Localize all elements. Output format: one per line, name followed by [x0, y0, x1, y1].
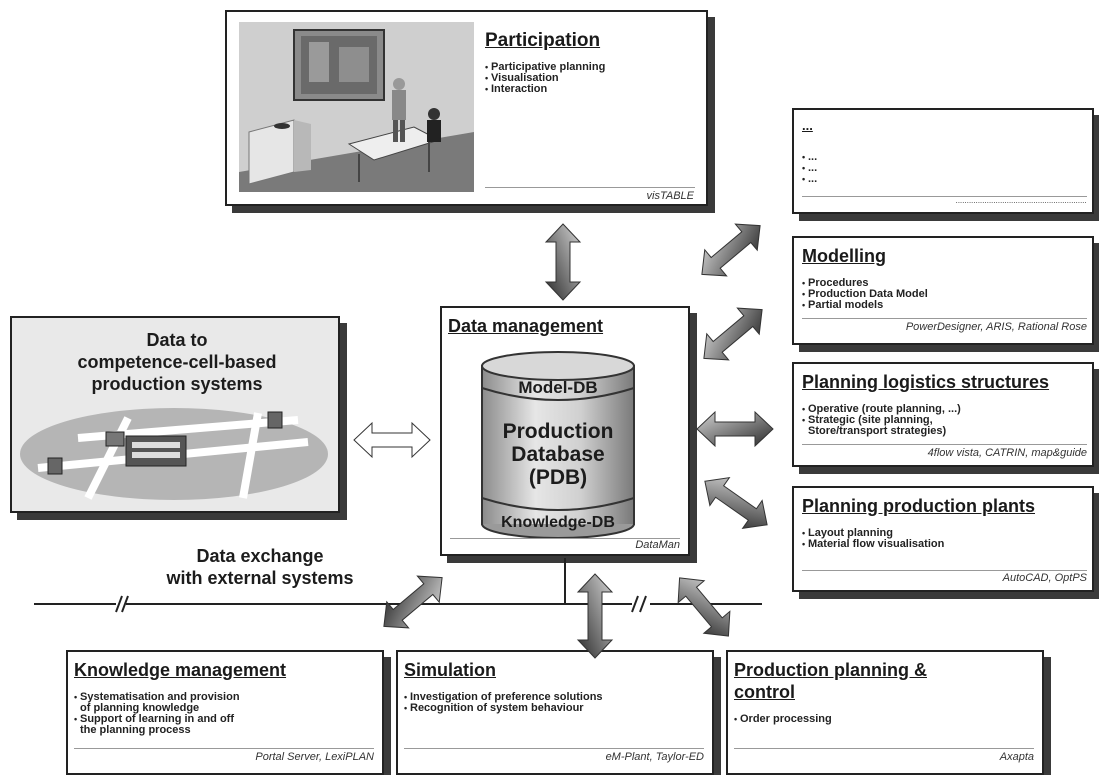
other-tool: ........................................… — [955, 196, 1087, 205]
arrow-bus-simulation — [576, 573, 614, 659]
list-item: Order processing — [734, 714, 832, 726]
simulation-title: Simulation — [404, 660, 497, 680]
simulation-box: Simulation Investigation of preference s… — [396, 650, 714, 775]
competence-line-1: Data to — [146, 330, 208, 350]
list-item: Systematisation and provision of plannin… — [74, 692, 240, 714]
participation-list: Participative planning Visualisation Int… — [485, 62, 605, 96]
data-management-title: Data management — [448, 316, 604, 336]
divider — [802, 444, 1087, 445]
modelling-list: Procedures Production Data Model Partial… — [802, 278, 928, 312]
logistics-list: Operative (route planning, ...) Strategi… — [802, 404, 961, 437]
list-item: ... — [802, 163, 817, 175]
participation-title: Participation — [485, 30, 601, 51]
exchange-line-2: with external systems — [166, 568, 354, 588]
other-box: ... ... ... ... ........................… — [792, 108, 1094, 214]
arrow-dm-plants — [704, 476, 768, 530]
divider — [74, 748, 374, 749]
divider — [802, 570, 1087, 571]
arrow-dm-logistics — [696, 410, 774, 448]
list-item: Strategic (site planning, Store/transpor… — [802, 415, 961, 437]
logistics-title: Planning logistics structures — [802, 372, 1050, 392]
list-item: Visualisation — [485, 73, 605, 85]
list-item: ... — [802, 152, 817, 164]
arrow-participation-dm — [544, 223, 582, 301]
simulation-list: Investigation of preference solutions Re… — [404, 692, 603, 715]
divider — [485, 187, 695, 188]
model-db-label: Model-DB — [518, 378, 598, 397]
list-item: Procedures — [802, 278, 928, 290]
arrow-dm-other — [701, 223, 761, 277]
ppc-list: Order processing — [734, 714, 832, 726]
list-item: Production Data Model — [802, 289, 928, 301]
divider — [802, 318, 1087, 319]
plants-box: Planning production plants Layout planni… — [792, 486, 1094, 592]
pdb-line-2: Database — [511, 443, 605, 466]
knowledge-db-label: Knowledge-DB — [501, 514, 615, 531]
arrow-dm-modelling — [703, 307, 763, 361]
ppc-box: Production planning & control Order proc… — [726, 650, 1044, 775]
list-item: Partial models — [802, 300, 928, 312]
pdb-line-3: (PDB) — [528, 466, 588, 489]
plants-tool: AutoCAD, OptPS — [1002, 572, 1087, 584]
divider — [404, 748, 704, 749]
list-item: Support of learning in and off the plann… — [74, 714, 240, 736]
divider — [734, 748, 1034, 749]
knowledge-tool: Portal Server, LexiPLAN — [255, 751, 374, 763]
exchange-line-1: Data exchange — [196, 546, 324, 566]
simulation-tool: eM-Plant, Taylor-ED — [605, 751, 704, 763]
data-management-box: Data management Model-DB Production Data… — [440, 306, 690, 556]
list-item: ... — [802, 174, 817, 186]
plants-list: Layout planning Material flow visualisat… — [802, 528, 944, 551]
pdb-line-1: Production — [502, 420, 614, 443]
arrow-bus-ppc — [677, 577, 731, 637]
modelling-box: Modelling Procedures Production Data Mod… — [792, 236, 1094, 345]
logistics-box: Planning logistics structures Operative … — [792, 362, 1094, 467]
list-item: Layout planning — [802, 528, 944, 540]
divider — [450, 538, 680, 539]
database-cylinder-icon — [481, 351, 635, 539]
plants-title: Planning production plants — [802, 496, 1035, 516]
list-item: Operative (route planning, ...) — [802, 404, 961, 416]
ppc-title-line-2: control — [734, 682, 795, 702]
arrow-competence-dm — [353, 421, 431, 459]
knowledge-title: Knowledge management — [74, 660, 287, 680]
modelling-tool: PowerDesigner, ARIS, Rational Rose — [905, 321, 1087, 333]
competence-line-3: production systems — [91, 374, 263, 394]
knowledge-list: Systematisation and provision of plannin… — [74, 692, 240, 736]
arrow-bus-knowledge — [383, 575, 443, 629]
list-item: Interaction — [485, 84, 605, 96]
knowledge-box: Knowledge management Systematisation and… — [66, 650, 384, 775]
modelling-title: Modelling — [802, 246, 886, 266]
other-list: ... ... ... — [802, 152, 817, 186]
list-item: Investigation of preference solutions — [404, 692, 603, 704]
logistics-tool: 4flow vista, CATRIN, map&guide — [927, 447, 1087, 459]
participation-tool: visTABLE — [646, 190, 694, 202]
vistable-room-image — [239, 22, 474, 192]
other-title: ... — [802, 118, 813, 133]
participation-box: Participation Participative planning Vis… — [225, 10, 708, 206]
data-management-tool: DataMan — [635, 539, 680, 551]
production-site-map-image — [20, 408, 328, 500]
list-item: Participative planning — [485, 62, 605, 74]
ppc-tool: Axapta — [999, 751, 1034, 763]
ppc-title-line-1: Production planning & — [734, 660, 927, 680]
divider — [802, 196, 1087, 197]
competence-box: Data to competence-cell-based production… — [10, 316, 340, 513]
list-item: Material flow visualisation — [802, 539, 944, 551]
competence-line-2: competence-cell-based — [77, 352, 277, 372]
list-item: Recognition of system behaviour — [404, 703, 603, 715]
